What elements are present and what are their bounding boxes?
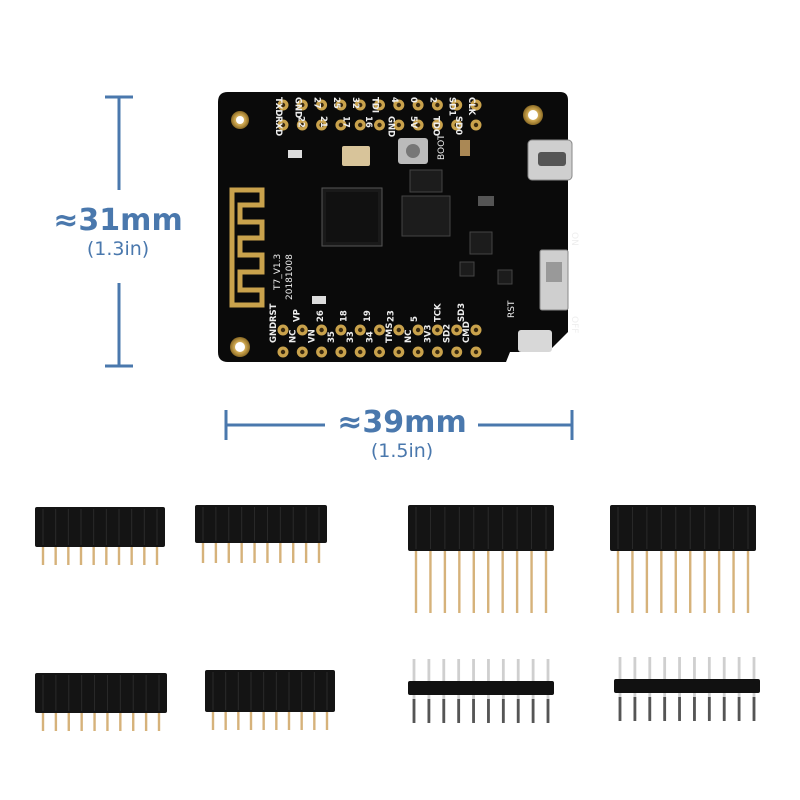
pin-label: 21 — [318, 116, 328, 128]
pin-label: 23 — [387, 310, 397, 322]
pin-label: TDO — [431, 116, 441, 136]
pin-label: 3V3 — [423, 325, 433, 343]
flash-chip — [401, 195, 451, 237]
silkscreen-bottom-upper: RST VP 26 18 19 23 5 TCK SD3 — [269, 303, 467, 322]
bottom-header-pads-lower — [277, 346, 482, 358]
pin-label: TDI — [370, 97, 380, 113]
pcb-body — [218, 92, 568, 362]
pin-label: 26 — [316, 310, 326, 322]
pin-label: SD3 — [457, 303, 467, 322]
boot-label: BOOT — [437, 134, 447, 160]
board-version-label: T7_V1.3 — [273, 254, 283, 291]
pin-label: SD1 — [447, 97, 457, 116]
pin-label: TCK — [434, 303, 444, 322]
pin-label: 5V — [408, 116, 418, 129]
silkscreen-bottom-lower: GND NC VN 35 33 34 TMS NC 3V3 SD2 CMD — [269, 321, 472, 343]
pin-label: GND — [292, 97, 302, 118]
male-header-10pin-b — [614, 657, 760, 721]
female-header-10pin-short-d — [205, 670, 335, 730]
wifi-antenna-trace — [229, 187, 265, 308]
pin-label: 32 — [350, 97, 360, 109]
pin-label: CLK — [466, 97, 476, 116]
female-header-10pin-long-b — [610, 505, 756, 613]
off-label: OFF — [569, 316, 579, 333]
top-header-pads-lower — [277, 119, 482, 131]
pin-label: 34 — [366, 331, 376, 343]
female-header-10pin-short-b — [195, 505, 327, 563]
silkscreen-top-lower: RXD 22 21 17 16 GND 5V TDO SD0 — [273, 116, 463, 137]
pin-label: GND — [269, 322, 279, 343]
width-in: (1.5in) — [370, 440, 434, 462]
pin-label: CMD — [462, 321, 472, 343]
pin-label: NC — [288, 330, 298, 343]
boot-button-cap — [406, 144, 420, 158]
pin-label: TMS — [385, 323, 395, 343]
pin-label: 17 — [341, 116, 351, 128]
pin-label: RXD — [273, 116, 283, 136]
pin-label: 27 — [312, 97, 322, 109]
bottom-header-pads-upper — [277, 324, 482, 336]
pin-label: 4 — [389, 97, 399, 103]
pin-label: 22 — [296, 116, 306, 128]
pin-label: SD0 — [453, 116, 463, 135]
pin-label: 19 — [363, 310, 373, 322]
crystal-oscillator — [342, 146, 370, 166]
pin-label: RST — [269, 303, 279, 322]
pin-label: 16 — [363, 116, 373, 128]
width-mm: ≈39mm — [337, 405, 467, 440]
height-dimension-label: ≈31mm (1.3in) — [38, 203, 198, 261]
pin-label: GND — [386, 116, 396, 137]
regulator-chip — [409, 169, 443, 193]
male-header-10pin-a — [408, 659, 554, 723]
pin-label: NC — [404, 330, 414, 343]
female-header-10pin-short-c — [35, 673, 167, 731]
height-in: (1.3in) — [86, 238, 150, 260]
reset-button — [518, 330, 552, 352]
top-header-pads-upper — [277, 99, 482, 111]
pin-label: SD2 — [443, 324, 453, 343]
pin-label: 35 — [327, 331, 337, 343]
pin-label: 5 — [410, 316, 420, 322]
silkscreen-top-upper: TXD GND 27 25 32 TDI 4 0 2 SD1 CLK — [273, 97, 476, 118]
pin-label: TXD — [273, 97, 283, 116]
female-header-10pin-short-a — [35, 507, 165, 565]
pin-label: 33 — [346, 331, 356, 343]
board-date-label: 20181008 — [285, 254, 295, 300]
pin-label: 2 — [427, 97, 437, 103]
female-header-10pin-long-a — [408, 505, 554, 613]
width-dimension-label: ≈39mm (1.5in) — [318, 405, 486, 463]
pin-label: VN — [308, 329, 318, 343]
pin-label: VP — [293, 309, 303, 322]
pin-label: 18 — [340, 310, 350, 322]
rst-label: RST — [507, 300, 517, 318]
height-mm: ≈31mm — [53, 203, 183, 238]
pin-label: 25 — [331, 97, 341, 109]
on-label: ON — [569, 232, 579, 246]
pin-label: 0 — [408, 97, 418, 103]
